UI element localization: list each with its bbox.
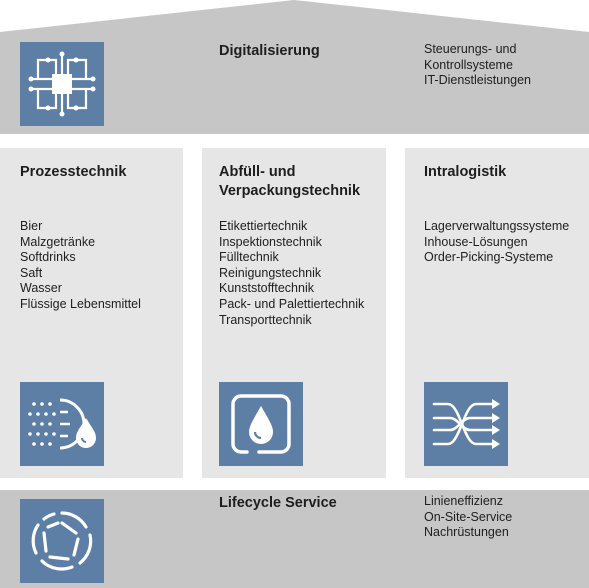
list-item: Etikettiertechnik <box>219 219 308 233</box>
digitalisierung-title: Digitalisierung <box>219 43 320 59</box>
pillar-list: Bier Malzgetränke Softdrinks Saft Wasser… <box>20 219 141 313</box>
list-item: Fülltechnik <box>219 250 279 265</box>
pillar-title-line: Verpackungstechnik <box>219 183 361 199</box>
pillar-list: Etikettiertechnik Inspektionstechnik Fül… <box>219 219 364 328</box>
aperture-icon <box>20 499 104 583</box>
lifecycle-title: Lifecycle Service <box>219 495 337 511</box>
list-item: Pack- und Palettiertechnik <box>219 296 365 311</box>
roof-section <box>0 0 589 134</box>
crossing-arrows-icon <box>424 382 508 466</box>
list-item: Kunststofftechnik <box>219 281 314 296</box>
container-drop-icon <box>219 382 303 466</box>
pillar-title-line: Abfüll- und <box>219 164 296 180</box>
roof-shape <box>0 0 589 134</box>
list-item: Linieneffizienz <box>424 494 503 508</box>
list-item: Transporttechnik <box>219 312 312 327</box>
pillar-list: Lagerverwaltungssysteme Inhouse-Lösungen… <box>424 219 569 266</box>
list-item: Kontrollsysteme <box>424 57 513 72</box>
pillar-title-line: Intralogistik <box>424 164 507 180</box>
list-item: On-Site-Service <box>424 509 513 524</box>
list-item: Wasser <box>20 281 62 296</box>
circuit-chip-icon <box>20 42 104 126</box>
pillar-title: Prozesstechnik <box>20 163 126 182</box>
list-item: Reinigungstechnik <box>219 265 322 280</box>
pillar-title: Intralogistik <box>424 163 506 182</box>
list-item: Order-Picking-Systeme <box>424 250 554 265</box>
pillar-title: Abfüll- und Verpackungstechnik <box>219 163 360 201</box>
list-item: Flüssige Lebensmittel <box>20 296 141 311</box>
list-item: Nachrüstungen <box>424 525 509 540</box>
list-item: Inspektionstechnik <box>219 234 322 249</box>
list-item: Softdrinks <box>20 250 76 265</box>
lifecycle-list: Linieneffizienz On-Site-Service Nachrüst… <box>424 494 512 541</box>
digitalisierung-list: Steuerungs- und Kontrollsysteme IT-Diens… <box>424 42 531 89</box>
liquid-process-icon <box>20 382 104 466</box>
pillar-title-line: Prozesstechnik <box>20 164 127 180</box>
list-item: Malzgetränke <box>20 234 96 249</box>
list-item: Bier <box>20 219 43 233</box>
list-item: Lagerverwaltungssysteme <box>424 219 570 233</box>
list-item: Inhouse-Lösungen <box>424 234 528 249</box>
list-item: Saft <box>20 265 43 280</box>
list-item: Steuerungs- und <box>424 42 517 56</box>
list-item: IT-Dienstleistungen <box>424 73 532 88</box>
